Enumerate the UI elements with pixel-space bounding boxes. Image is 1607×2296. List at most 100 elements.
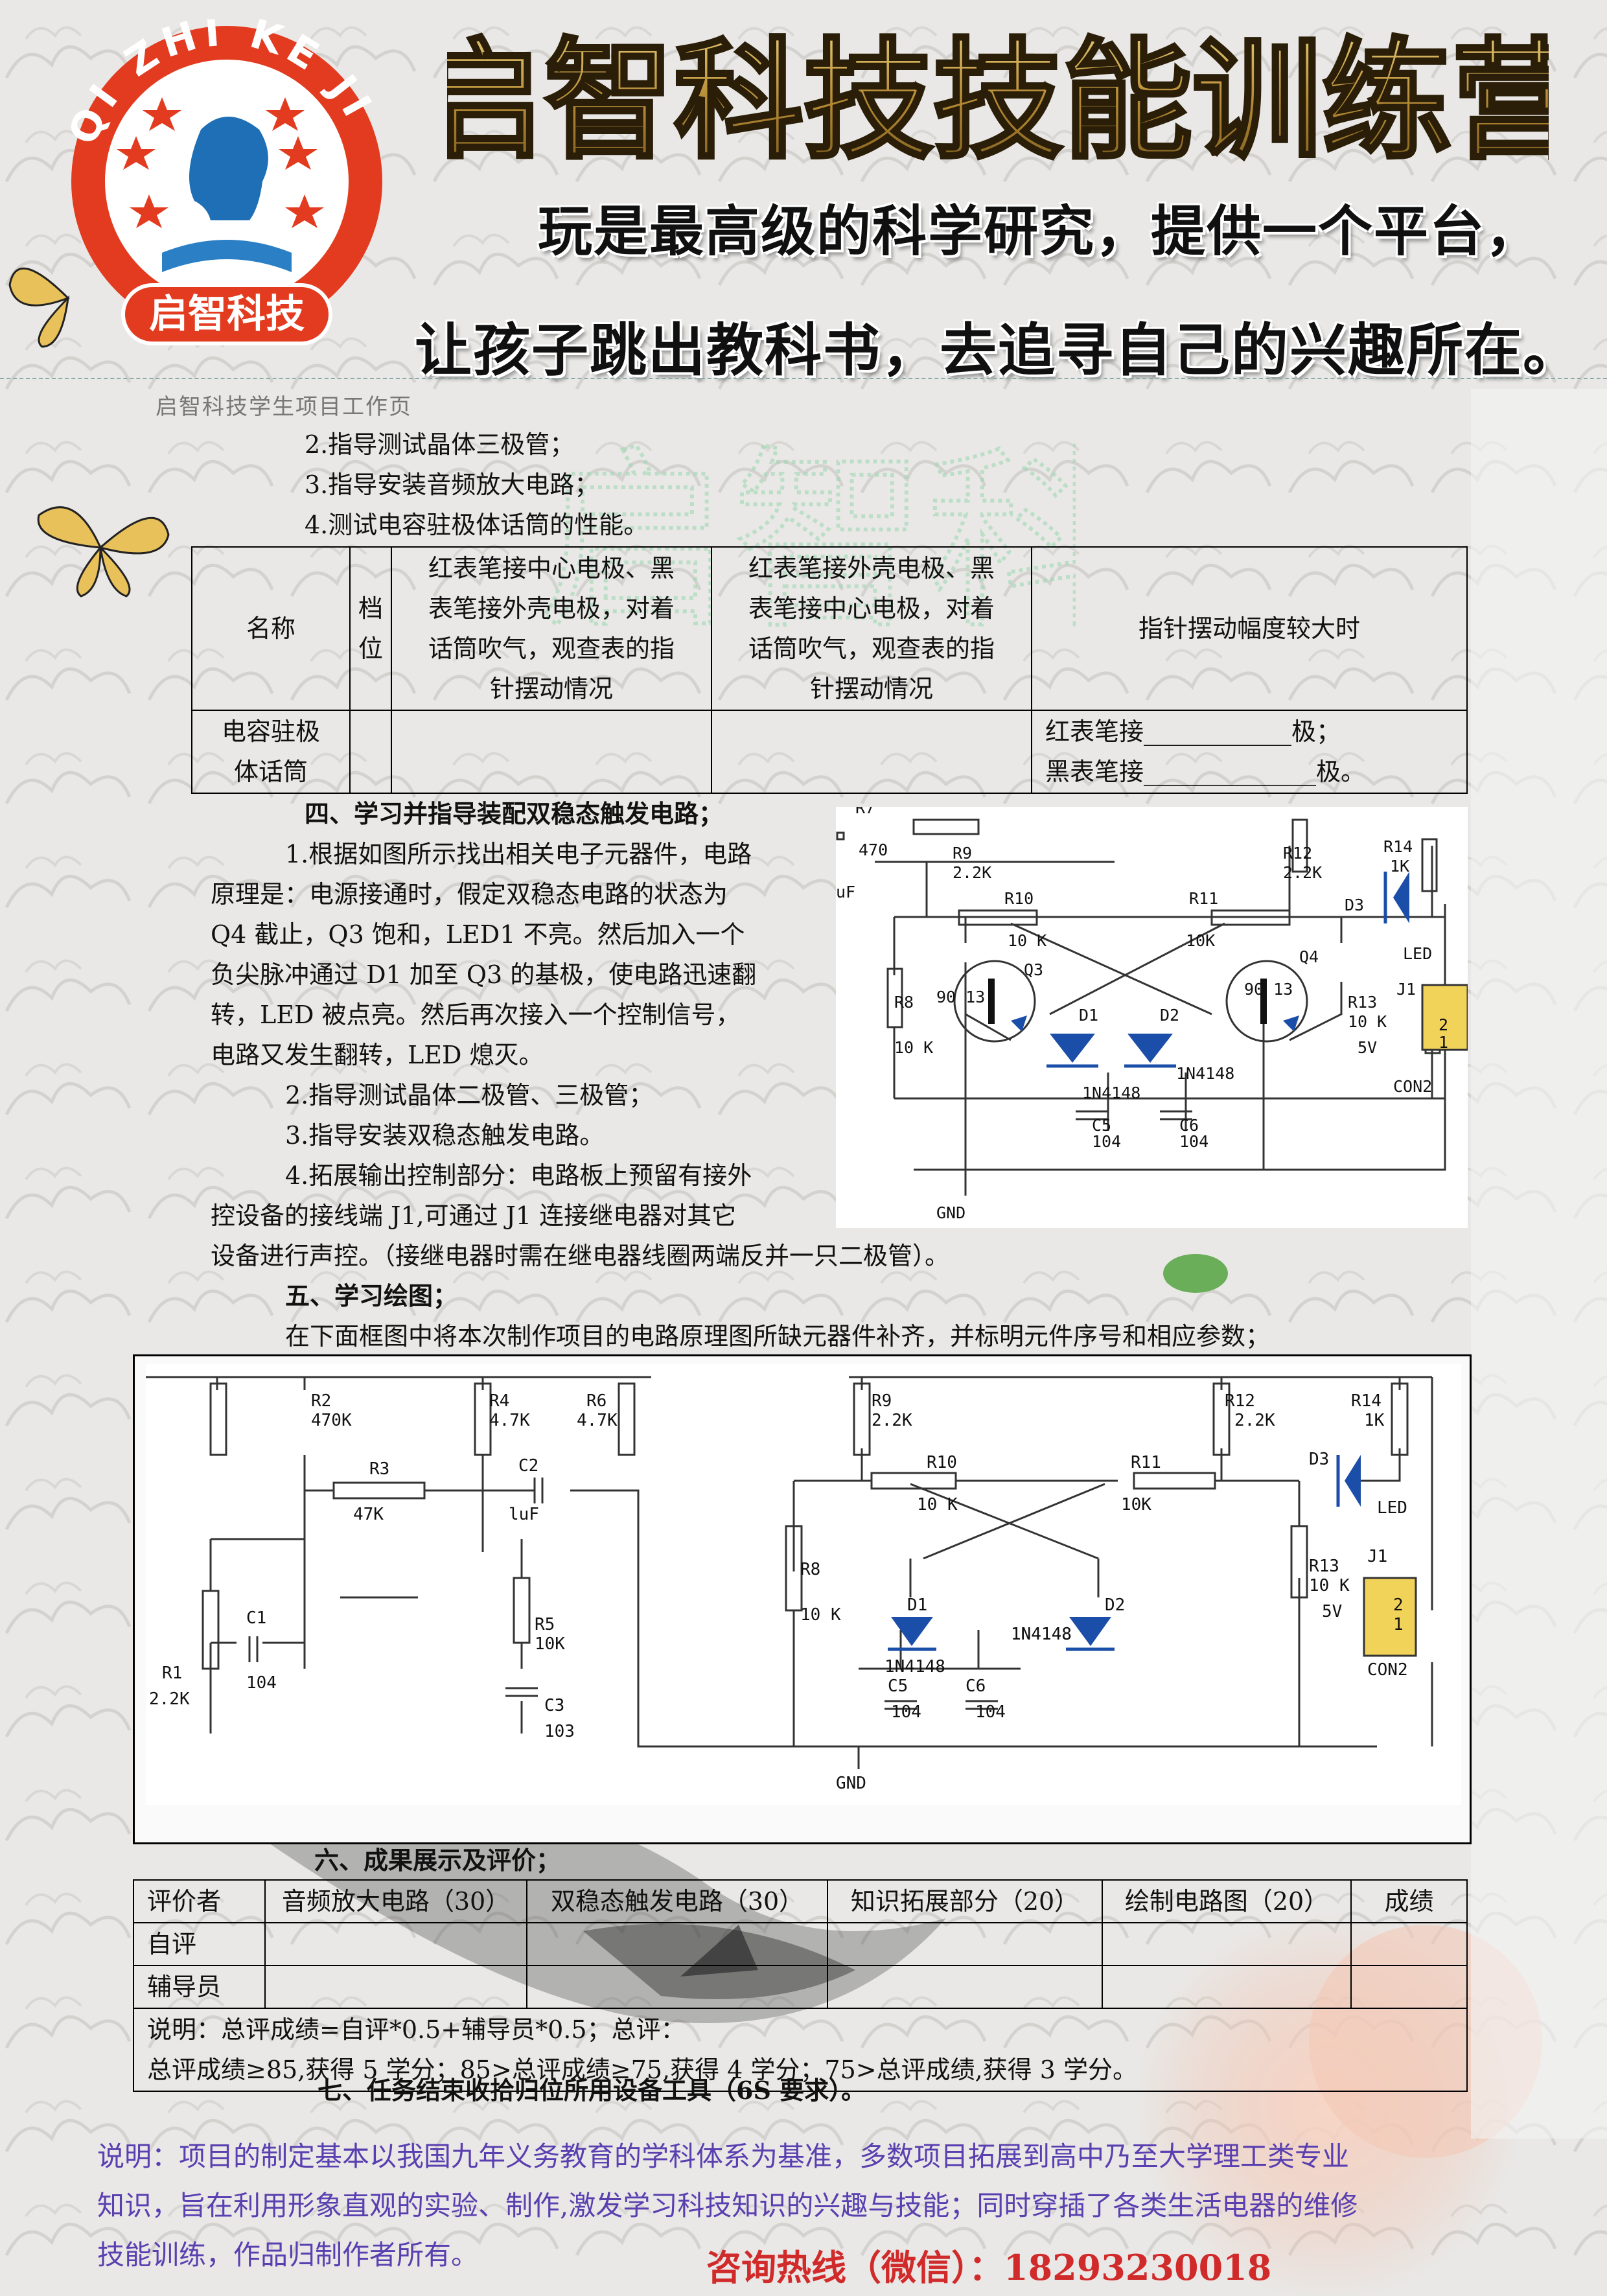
svg-text:CON2: CON2 (1393, 1077, 1432, 1096)
eval-cell[interactable] (1350, 1965, 1468, 2009)
s4-p4-full: 设备进行声控。（接继电器时需在继电器线圈两端反并一只二极管）。 (211, 1242, 950, 1270)
svg-text:10 K: 10 K (1309, 1576, 1350, 1595)
butterfly-icon (37, 506, 170, 597)
eval-row-self: 自评 (133, 1922, 266, 1966)
svg-text:10 K: 10 K (917, 1495, 958, 1514)
svg-text:R6: R6 (586, 1391, 607, 1411)
s3-item-2: 2.指导测试晶体三极管； (305, 430, 575, 459)
svg-text:1K: 1K (1364, 1411, 1385, 1430)
svg-text:2.2K: 2.2K (872, 1411, 912, 1430)
svg-text:1K: 1K (1390, 857, 1409, 875)
slogan-line-2: 让孩子跳出教科书，去追寻自己的兴趣所在。 (415, 317, 1582, 384)
col-gear: 档位 (349, 546, 392, 711)
svg-text:GND: GND (836, 1774, 866, 1793)
s4-title: 四、学习并指导装配双稳态触发电路； (305, 799, 724, 828)
qizhi-logo: QI ZHI KE JI 启智科技 (59, 19, 382, 345)
s7-title: 七、任务结束收拾归位所用设备工具（6S 要求）。 (318, 2076, 866, 2105)
col-name: 名称 (191, 546, 351, 711)
svg-text:R3: R3 (369, 1459, 389, 1479)
full-circuit-drawing: R2 470K R4 4.7K R6 4.7K R3 47K C2 luF C1… (146, 1364, 1461, 1805)
svg-text:GND: GND (936, 1203, 965, 1222)
svg-text:2: 2 (1393, 1595, 1404, 1615)
eval-cell[interactable] (827, 1922, 1103, 1966)
svg-text:2.2K: 2.2K (953, 863, 991, 882)
eval-h-2: 双稳态触发电路（30） (526, 1879, 828, 1923)
page-header: 启智科技学生项目工作页 (156, 394, 412, 420)
svg-text:J1: J1 (1367, 1547, 1387, 1566)
col-swing: 指针摆动幅度较大时 (1031, 546, 1468, 711)
eval-cell[interactable] (264, 1922, 527, 1966)
svg-text:Q4: Q4 (1299, 947, 1319, 966)
svg-text:104: 104 (1092, 1132, 1121, 1151)
svg-text:10 K: 10 K (894, 1038, 933, 1057)
svg-text:启智科技技能训练营: 启智科技技能训练营 (447, 26, 1549, 175)
eval-h-4: 绘制电路图（20） (1102, 1879, 1352, 1923)
svg-text:1: 1 (1393, 1615, 1404, 1634)
svg-text:10 K: 10 K (800, 1605, 841, 1625)
svg-text:D3: D3 (1345, 896, 1364, 914)
svg-text:2.2K: 2.2K (149, 1689, 190, 1709)
svg-text:D1: D1 (1079, 1006, 1098, 1025)
svg-text:R1: R1 (162, 1664, 182, 1683)
eval-h-5: 成绩 (1350, 1879, 1468, 1923)
svg-text:10 K: 10 K (1348, 1012, 1387, 1031)
svg-text:1: 1 (1439, 1033, 1448, 1052)
svg-text:uF: uF (836, 883, 855, 901)
s6-title: 六、成果展示及评价； (314, 1846, 561, 1875)
svg-text:D2: D2 (1160, 1006, 1179, 1025)
svg-text:1N4148: 1N4148 (1082, 1084, 1140, 1102)
svg-text:R13: R13 (1309, 1557, 1339, 1576)
svg-text:10K: 10K (1186, 931, 1215, 950)
svg-text:R8: R8 (800, 1560, 820, 1579)
svg-text:103: 103 (544, 1722, 575, 1741)
svg-text:104: 104 (1179, 1132, 1208, 1151)
cell-swing-answer[interactable]: 红表笔接____________极；黑表笔接______________极。 (1031, 710, 1468, 794)
s3-item-3: 3.指导安装音频放大电路； (305, 470, 599, 499)
eval-cell[interactable] (1102, 1922, 1352, 1966)
svg-text:470K: 470K (311, 1411, 352, 1430)
leaf-icon (1163, 1254, 1228, 1293)
svg-text:R10: R10 (1004, 889, 1034, 908)
cell-red-shell[interactable] (711, 710, 1032, 794)
eval-cell[interactable] (526, 1922, 828, 1966)
svg-text:C1: C1 (246, 1608, 266, 1628)
evaluation-table: 评价者 音频放大电路（30） 双稳态触发电路（30） 知识拓展部分（20） 绘制… (133, 1879, 1468, 2092)
svg-text:D1: D1 (907, 1595, 927, 1615)
svg-text:D2: D2 (1105, 1595, 1125, 1615)
svg-text:47K: 47K (353, 1505, 384, 1524)
svg-text:10K: 10K (535, 1634, 565, 1654)
bistable-circuit: R7 470 uF R9 2.2K R10 10 K R11 10K R12 2… (836, 807, 1468, 1228)
eval-cell[interactable] (526, 1965, 828, 2009)
svg-text:104: 104 (891, 1702, 921, 1722)
col-red-shell: 红表笔接外壳电极、黑表笔接中心电极，对着 话筒吹气，观查表的指针摆动情况 (711, 546, 1032, 711)
svg-text:1N4148: 1N4148 (1011, 1625, 1072, 1644)
cell-gear[interactable] (349, 710, 392, 794)
svg-text:C3: C3 (544, 1696, 564, 1715)
eval-cell[interactable] (264, 1965, 527, 2009)
svg-text:5V: 5V (1322, 1602, 1342, 1621)
svg-text:Q3: Q3 (1024, 960, 1043, 979)
svg-text:4.7K: 4.7K (489, 1411, 530, 1430)
divider (0, 378, 1607, 379)
svg-text:C6: C6 (1179, 1116, 1199, 1135)
svg-text:C2: C2 (518, 1456, 538, 1476)
svg-text:LED: LED (1403, 944, 1432, 963)
eval-cell[interactable] (827, 1965, 1103, 2009)
svg-text:R13: R13 (1348, 993, 1377, 1012)
eval-cell[interactable] (1102, 1965, 1352, 2009)
s4-p1: 1.根据如图所示找出相关电子元器件，电路 原理是：电源接通时，假定双稳态电路的状… (211, 840, 757, 1230)
svg-text:CON2: CON2 (1367, 1660, 1408, 1680)
eval-cell[interactable] (1350, 1922, 1468, 1966)
svg-text:10 K: 10 K (1008, 931, 1046, 950)
svg-text:R10: R10 (927, 1453, 957, 1472)
svg-text:R7: R7 (855, 807, 875, 817)
svg-text:R12: R12 (1283, 844, 1312, 863)
slogan-line-1: 玩是最高级的科学研究，提供一个平台， (538, 200, 1542, 263)
svg-text:10K: 10K (1121, 1495, 1151, 1514)
svg-text:C5: C5 (1092, 1116, 1111, 1135)
cell-red-center[interactable] (391, 710, 712, 794)
eval-h-3: 知识拓展部分（20） (827, 1879, 1103, 1923)
s3-item-4: 4.测试电容驻极体话筒的性能。 (305, 511, 649, 539)
eval-row-tutor: 辅导员 (133, 1965, 266, 2009)
svg-text:R2: R2 (311, 1391, 331, 1411)
